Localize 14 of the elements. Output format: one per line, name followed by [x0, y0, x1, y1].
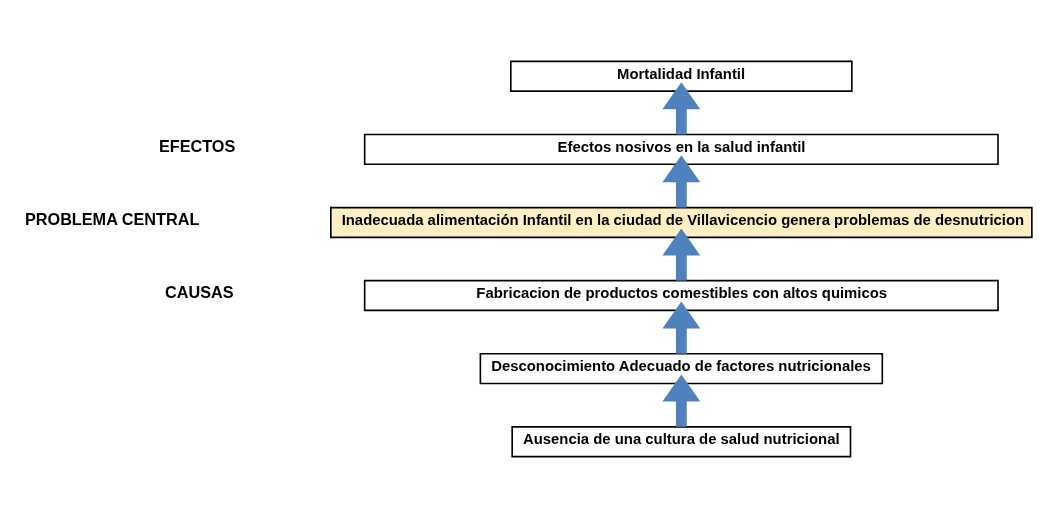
arrow: [662, 300, 701, 354]
label: EFECTOS: [158, 136, 236, 155]
label: PROBLEMA CENTRAL: [24, 209, 200, 228]
node-box: Inadecuada alimentación Infantil en la ciudad de Villavicencio genera problemas de desnutricion: [330, 206, 1033, 238]
arrow: [662, 227, 701, 281]
arrow: [662, 154, 701, 208]
label: CAUSAS: [165, 282, 234, 301]
arrow: [662, 374, 701, 427]
node-box: Ausencia de una cultura de salud nutricional: [511, 425, 852, 457]
node-box: Desconocimiento Adecuado de factores nutricionales: [479, 352, 884, 384]
arrow: [662, 81, 701, 134]
node-box: Fabricacion de productos comestibles con altos quimicos: [363, 279, 999, 311]
node-box: Efectos nosivos en la salud infantil: [363, 133, 999, 165]
node-box: Mortalidad Infantil: [510, 60, 853, 92]
